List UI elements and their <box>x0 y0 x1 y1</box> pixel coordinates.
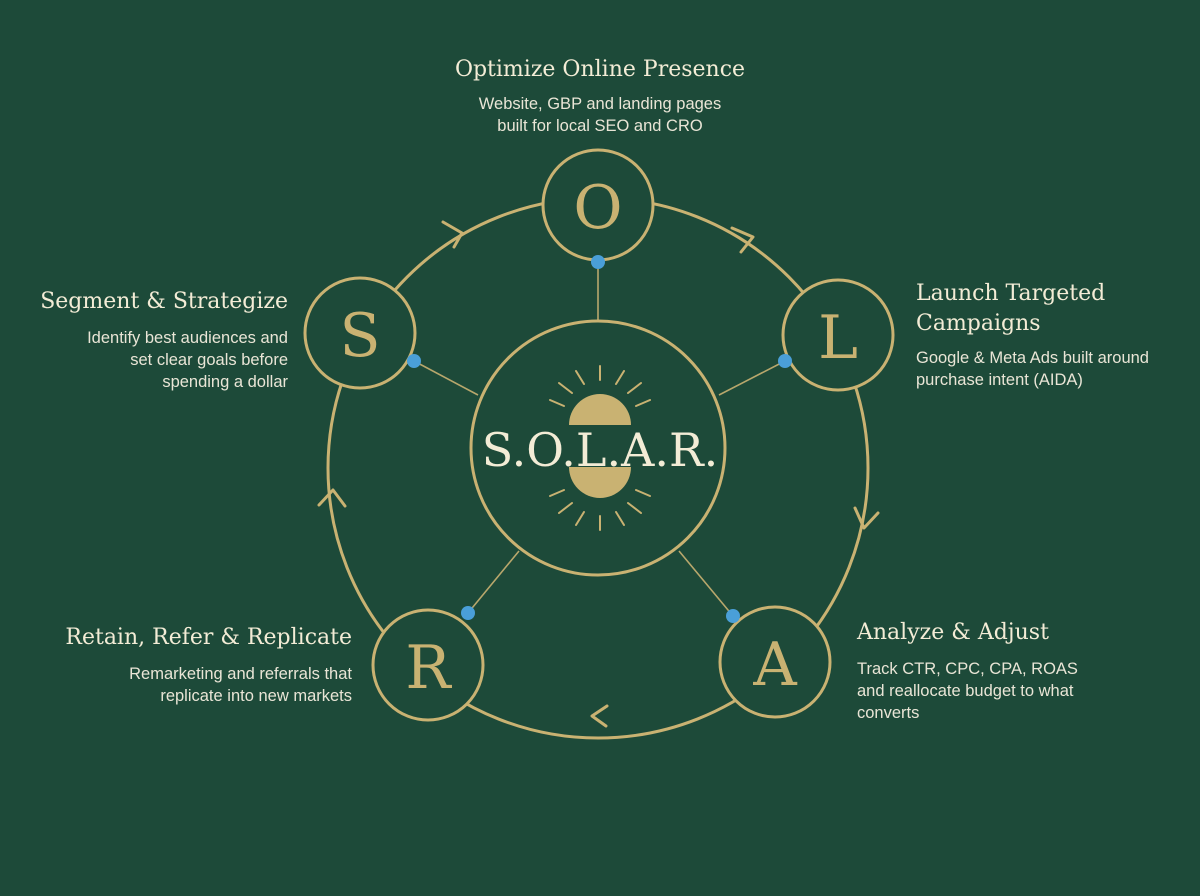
cycle-arrow-icon <box>590 704 609 728</box>
desc-line: purchase intent (AIDA) <box>916 371 1083 389</box>
desc-line: set clear goals before <box>130 351 288 369</box>
node-s: S <box>303 276 417 390</box>
spoke-a <box>678 550 734 617</box>
desc-line: spending a dollar <box>162 373 288 391</box>
desc-line: converts <box>857 704 920 722</box>
node-letter-l: L <box>818 303 858 373</box>
desc-line: Website, GBP and landing pages <box>478 95 722 113</box>
node-r: R <box>371 608 485 722</box>
desc-line: Identify best audiences and <box>87 329 288 347</box>
spoke-r <box>467 550 520 614</box>
node-o: O <box>541 148 655 262</box>
step-desc-launch: Google & Meta Ads built around purchase … <box>916 347 1196 391</box>
sun-icon <box>549 365 651 531</box>
desc-line: built for local SEO and CRO <box>497 117 703 135</box>
step-desc-optimize: Website, GBP and landing pages built for… <box>400 93 800 137</box>
center-title: S.O.L.A.R. <box>482 423 718 477</box>
connector-dot <box>726 609 740 623</box>
node-l: L <box>781 278 895 392</box>
title-line: Campaigns <box>916 311 1041 336</box>
step-title-analyze: Analyze & Adjust <box>857 620 1049 645</box>
step-title-optimize: Optimize Online Presence <box>454 57 746 82</box>
node-letter-o: O <box>573 173 622 243</box>
step-title-segment: Segment & Strategize <box>40 289 288 314</box>
cycle-arrow-icon <box>853 506 880 530</box>
desc-line: and reallocate budget to what <box>857 682 1074 700</box>
node-a: A <box>718 605 832 719</box>
step-title-launch: Launch Targeted Campaigns <box>916 279 1186 339</box>
connector-dot <box>407 354 421 368</box>
connector-dot <box>461 606 475 620</box>
connector-dot <box>778 354 792 368</box>
desc-line: Track CTR, CPC, CPA, ROAS <box>857 660 1078 678</box>
center-circle <box>469 319 727 577</box>
spoke-s <box>413 360 479 396</box>
node-letter-s: S <box>339 301 380 371</box>
step-title-retain: Retain, Refer & Replicate <box>65 625 352 650</box>
connector-dot <box>591 255 605 269</box>
cycle-arrow-icon <box>441 220 464 249</box>
node-letter-r: R <box>405 633 452 703</box>
cycle-arrow-icon <box>317 488 347 508</box>
node-letter-a: A <box>752 630 797 700</box>
step-desc-retain: Remarketing and referrals that replicate… <box>20 663 352 707</box>
step-desc-analyze: Track CTR, CPC, CPA, ROAS and reallocate… <box>857 658 1177 724</box>
step-desc-segment: Identify best audiences and set clear go… <box>20 327 288 393</box>
cycle-arrow-icon <box>730 226 755 254</box>
desc-line: Remarketing and referrals that <box>129 665 352 683</box>
spoke-l <box>718 360 786 396</box>
title-line: Launch Targeted <box>916 281 1106 306</box>
desc-line: Google & Meta Ads built around <box>916 349 1149 367</box>
desc-line: replicate into new markets <box>160 687 352 705</box>
